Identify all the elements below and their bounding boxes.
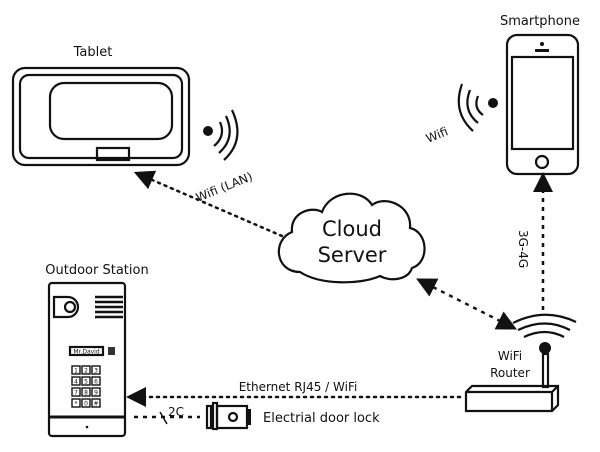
svg-text:*: * <box>75 401 78 408</box>
svg-text:#: # <box>93 401 98 408</box>
router-label-1: WiFi <box>498 349 522 363</box>
tablet-wifi-icon <box>203 109 239 161</box>
phone-wifi-icon <box>457 83 498 132</box>
smartphone: Smartphone <box>500 14 580 176</box>
keypad-key: 5 <box>81 376 91 386</box>
lock-wire-label: 2C <box>168 405 184 419</box>
svg-text:8: 8 <box>84 390 88 397</box>
cloud-router-link <box>416 278 517 330</box>
keypad-key: 6 <box>91 376 101 386</box>
cloud-server: Cloud Server <box>277 192 426 284</box>
svg-text:7: 7 <box>74 390 78 397</box>
wifi-router: WiFi Router <box>464 313 577 413</box>
smartphone-label: Smartphone <box>500 14 580 29</box>
svg-text:6: 6 <box>94 379 98 386</box>
svg-text:4: 4 <box>74 379 78 386</box>
keypad-key: 9 <box>91 387 101 397</box>
tablet-body <box>11 66 191 167</box>
svg-text:9: 9 <box>94 390 98 397</box>
home-button <box>534 154 550 170</box>
tablet-cloud-label: Wifi (LAN) <box>194 169 255 204</box>
tablet-cloud-link <box>133 170 284 238</box>
cloud-label-1: Cloud <box>322 217 382 241</box>
svg-text:3: 3 <box>94 368 98 375</box>
door-lock-label: Electrial door lock <box>263 411 380 426</box>
router-label-2: Router <box>490 366 530 380</box>
keypad-key: 1 <box>71 365 81 375</box>
phone-wifi-label: Wifi <box>424 124 450 145</box>
svg-text:1: 1 <box>74 368 78 375</box>
svg-text:5: 5 <box>84 379 88 386</box>
keypad-key: 4 <box>71 376 81 386</box>
router-phone-label: 3G-4G <box>516 230 530 268</box>
svg-text:0: 0 <box>84 401 88 408</box>
svg-text:2: 2 <box>84 368 88 375</box>
tablet: Tablet <box>11 45 191 167</box>
camera-icon <box>63 300 77 314</box>
tablet-screen <box>48 81 174 141</box>
keypad-key: 2 <box>81 365 91 375</box>
keypad-key: 0 <box>81 398 91 408</box>
keypad-key: 8 <box>81 387 91 397</box>
keypad-key: 7 <box>71 387 81 397</box>
tablet-label: Tablet <box>73 45 113 60</box>
keypad-key: # <box>91 398 101 408</box>
tablet-button <box>95 146 131 162</box>
keypad-key: * <box>71 398 81 408</box>
cloud-label-2: Server <box>318 243 387 267</box>
ethernet-label: Ethernet RJ45 / WiFi <box>239 380 358 394</box>
door-lock-icon <box>205 401 251 431</box>
keypad-key: 3 <box>91 365 101 375</box>
outdoor-station-label: Outdoor Station <box>45 263 148 278</box>
nameplate: Mr.David <box>73 349 100 356</box>
